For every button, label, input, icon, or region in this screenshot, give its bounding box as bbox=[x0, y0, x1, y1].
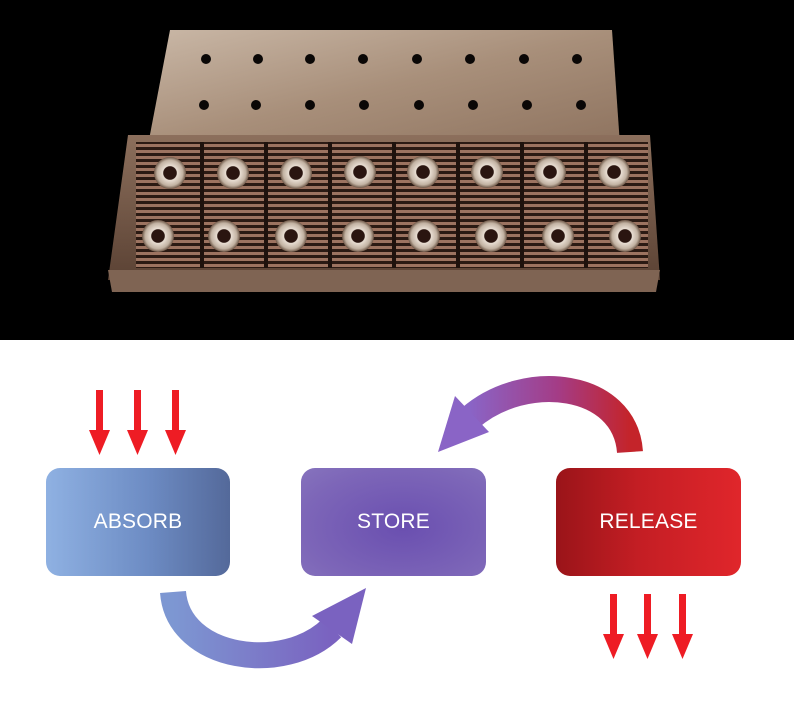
heat-sink-illustration bbox=[108, 30, 660, 292]
back-plate-holes bbox=[199, 54, 586, 110]
absorb-store-release-diagram: ABSORB STORE RELEASE bbox=[0, 340, 794, 704]
release-stage-box: RELEASE bbox=[556, 468, 741, 576]
heat-out-arrow-icon bbox=[637, 594, 658, 659]
heat-out-arrows bbox=[603, 594, 693, 659]
washers bbox=[142, 156, 641, 252]
heat-in-arrow-icon bbox=[165, 390, 186, 455]
heat-out-arrow-icon bbox=[672, 594, 693, 659]
heat-in-arrow-icon bbox=[89, 390, 110, 455]
absorb-to-store-arrow-icon bbox=[160, 588, 366, 669]
heat-in-arrows bbox=[89, 390, 186, 455]
heat-out-arrow-icon bbox=[603, 594, 624, 659]
release-stage-label: RELEASE bbox=[599, 510, 698, 533]
heat-in-arrow-icon bbox=[127, 390, 148, 455]
diagram-arrows bbox=[89, 376, 693, 669]
release-to-store-arrow-icon bbox=[438, 376, 643, 454]
store-stage-box: STORE bbox=[301, 468, 486, 576]
absorb-stage-box: ABSORB bbox=[46, 468, 230, 576]
absorb-stage-label: ABSORB bbox=[93, 510, 183, 533]
heat-sink-photo bbox=[0, 0, 794, 340]
back-plate bbox=[148, 30, 620, 145]
store-stage-label: STORE bbox=[357, 510, 430, 533]
